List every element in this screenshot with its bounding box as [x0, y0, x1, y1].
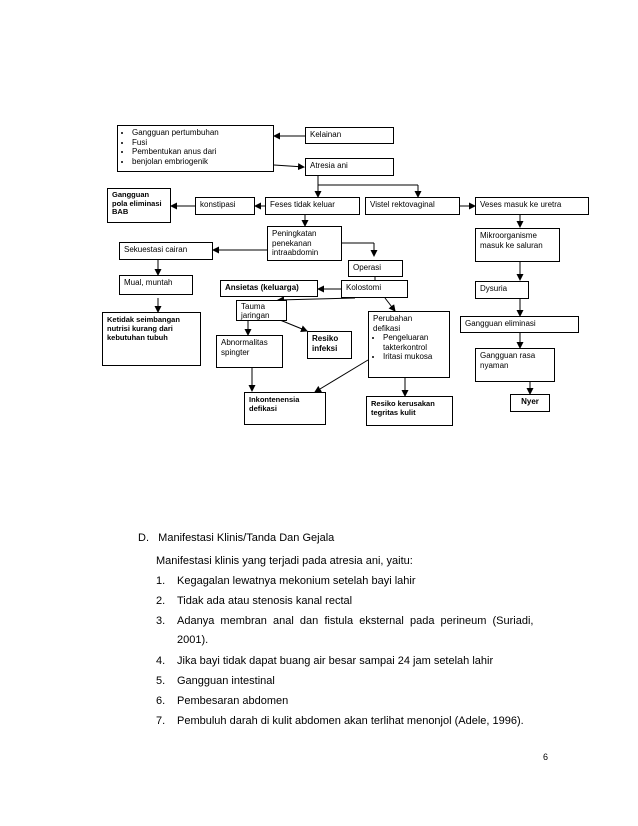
box-trauma: Tauma jaringan: [236, 300, 287, 321]
list-item: Gangguan intestinal: [177, 675, 275, 687]
ketidak-label: Ketidak seimbangan nutrisi kurang dari k…: [107, 315, 180, 342]
perubahan-list-item: Pengeluaran takterkontrol: [383, 333, 445, 352]
box-resiko-kerusakan: Resiko kerusakan tegritas kulit: [366, 396, 453, 426]
box-nyeri: Nyer: [510, 394, 550, 412]
perubahan-list-item: Iritasi mukosa: [383, 352, 445, 362]
gangguan-eliminasi-label: Gangguan eliminasi: [465, 319, 536, 328]
operasi-label: Operasi: [353, 263, 382, 272]
section-intro: Manifestasi klinis yang terjadi pada atr…: [156, 555, 413, 567]
mual-label: Mual, muntah: [124, 278, 173, 287]
list-item-number: 6.: [156, 695, 166, 707]
box-operasi: Operasi: [348, 260, 403, 277]
section-heading: D. Manifestasi Klinis/Tanda Dan Gejala: [138, 532, 335, 544]
box-gangguan-pertumbuhan: Gangguan pertumbuhan Fusi Pembentukan an…: [117, 125, 274, 172]
gangguan-list: Gangguan pertumbuhan Fusi Pembentukan an…: [122, 128, 269, 166]
resiko-infeksi-label: Resiko infeksi: [312, 334, 339, 353]
feses-label: Feses tidak keluar: [270, 200, 335, 209]
sekuestasi-label: Sekuestasi cairan: [124, 245, 188, 254]
box-veses: Veses masuk ke uretra: [475, 197, 589, 215]
box-gangguan-eliminasi: Gangguan eliminasi: [460, 316, 579, 333]
box-mikroorganisme: Mikroorganisme masuk ke saluran: [475, 228, 560, 262]
ansietas-label: Ansietas (keluarga): [225, 283, 299, 292]
list-item: Tidak ada atau stenosis kanal rectal: [177, 595, 353, 607]
box-kolostomi: Kolostomi: [341, 280, 408, 298]
gangguan-list-item: benjolan embriogenik: [132, 157, 269, 167]
konstipasi-label: konstipasi: [200, 200, 236, 209]
page-number: 6: [543, 752, 549, 762]
trauma-label: Tauma jaringan: [241, 302, 270, 320]
box-konstipasi: konstipasi: [195, 197, 255, 215]
box-ketidak: Ketidak seimbangan nutrisi kurang dari k…: [102, 312, 201, 366]
box-abnormalitas: Abnormalitas spingter: [216, 335, 283, 368]
box-gangguan-pola: Gangguan pola eliminasi BAB: [107, 188, 171, 223]
list-item: Pembesaran abdomen: [177, 695, 289, 707]
atresia-label: Atresia ani: [310, 161, 348, 170]
gangguan-list-item: Fusi: [132, 138, 269, 148]
list-item: Kegagalan lewatnya mekonium setelah bayi…: [177, 575, 416, 587]
list-item-number: 1.: [156, 575, 166, 587]
dysuria-label: Dysuria: [480, 284, 508, 293]
list-item: Jika bayi tidak dapat buang air besar sa…: [177, 655, 494, 667]
list-item-number: 2.: [156, 595, 166, 607]
box-ansietas: Ansietas (keluarga): [220, 280, 318, 297]
gangguan-list-item: Pembentukan anus dari: [132, 147, 269, 157]
gangguan-pola-label: Gangguan pola eliminasi BAB: [112, 190, 162, 216]
resiko-kerusakan-label: Resiko kerusakan tegritas kulit: [371, 399, 435, 417]
veses-label: Veses masuk ke uretra: [480, 200, 562, 209]
peningkatan-label: Peningkatan penekanan intraabdomin: [272, 229, 319, 257]
kelainan-label: Kelainan: [310, 130, 342, 139]
box-kelainan: Kelainan: [305, 127, 394, 144]
kolostomi-label: Kolostomi: [346, 283, 382, 292]
list-item-number: 7.: [156, 715, 166, 727]
mikroorganisme-label: Mikroorganisme masuk ke saluran: [480, 231, 543, 250]
box-sekuestasi: Sekuestasi cairan: [119, 242, 213, 260]
list-item-continuation: 2001).: [177, 634, 209, 646]
list-item-number: 5.: [156, 675, 166, 687]
vistel-label: Vistel rektovaginal: [370, 200, 435, 209]
abnormalitas-label: Abnormalitas spingter: [221, 338, 268, 357]
perubahan-title: Perubahan defikasi: [373, 314, 413, 333]
box-feses: Feses tidak keluar: [265, 197, 360, 215]
inkontenensia-label: Inkontenensia defikasi: [249, 395, 300, 413]
gangguan-list-item: Gangguan pertumbuhan: [132, 128, 269, 138]
box-gangguan-rasa: Gangguan rasa nyaman: [475, 348, 555, 382]
box-vistel: Vistel rektovaginal: [365, 197, 460, 215]
list-item: Pembuluh darah di kulit abdomen akan ter…: [177, 715, 524, 727]
list-item: Adanya membran anal dan fistula eksterna…: [177, 615, 534, 627]
list-item-number: 3.: [156, 615, 166, 627]
box-dysuria: Dysuria: [475, 281, 529, 299]
box-perubahan: Perubahan defikasi Pengeluaran takterkon…: [368, 311, 450, 378]
box-peningkatan: Peningkatan penekanan intraabdomin: [267, 226, 342, 261]
nyeri-label: Nyer: [521, 397, 539, 406]
list-item-number: 4.: [156, 655, 166, 667]
perubahan-list: Pengeluaran takterkontrol Iritasi mukosa: [373, 333, 445, 362]
box-mual: Mual, muntah: [119, 275, 193, 295]
gangguan-rasa-label: Gangguan rasa nyaman: [480, 351, 536, 370]
box-atresia: Atresia ani: [305, 158, 394, 176]
box-resiko-infeksi: Resiko infeksi: [307, 331, 352, 359]
box-inkontenensia: Inkontenensia defikasi: [244, 392, 326, 425]
